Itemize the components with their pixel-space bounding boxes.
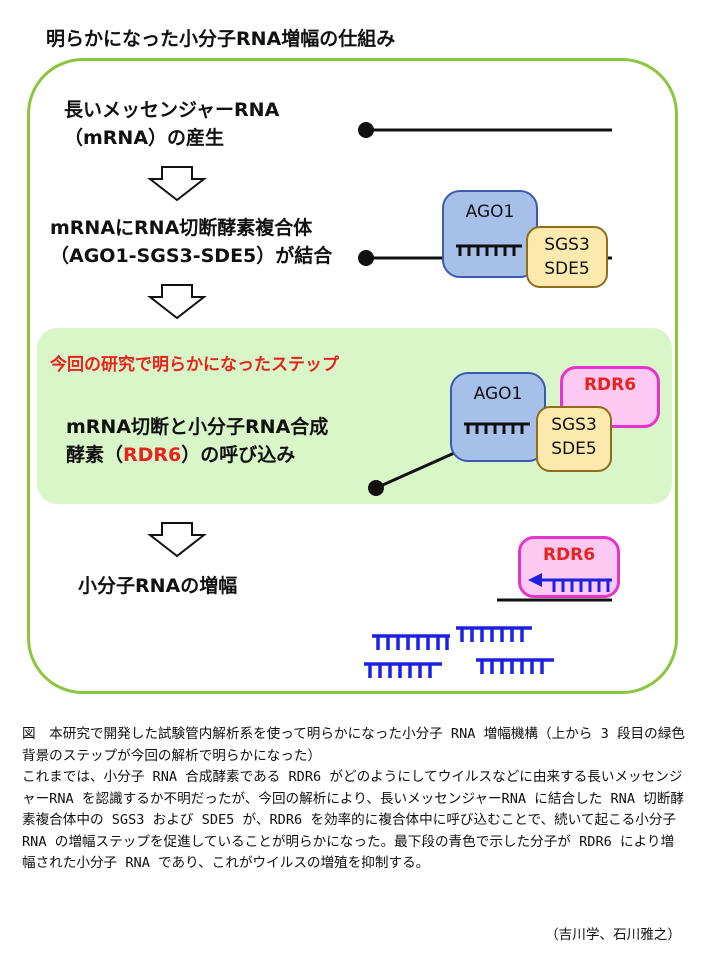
rdr6-label: RDR6 <box>542 545 596 565</box>
sgs3-label: SGS3 <box>544 235 590 255</box>
step2-line1: mRNAにRNA切断酵素複合体 <box>50 217 313 239</box>
ago1-label: AGO1 <box>473 384 523 404</box>
step3-label: mRNA切断と小分子RNA合成 酵素（RDR6）の呼び込み <box>66 413 328 469</box>
sde5-label: SDE5 <box>544 259 590 279</box>
rdr6-label: RDR6 <box>583 375 637 395</box>
step3-line1: mRNA切断と小分子RNA合成 <box>66 416 329 438</box>
rdr6-protein: RDR6 <box>518 536 620 598</box>
author-credit: （吉川学、石川雅之） <box>545 927 681 943</box>
caption-paragraph: 図 本研究で開発した試験管内解析系を使って明らかになった小分子 RNA 増幅機構… <box>22 726 685 764</box>
mrna-cap <box>358 250 374 266</box>
step2-label: mRNAにRNA切断酵素複合体 （AGO1-SGS3-SDE5）が結合 <box>50 214 332 270</box>
highlight-title: 今回の研究で明らかになったステップ <box>50 355 339 375</box>
mrna-cap <box>358 122 374 138</box>
step1-label: 長いメッセンジャーRNA （mRNA）の産生 <box>64 96 279 152</box>
sde5-label: SDE5 <box>551 439 597 459</box>
sgs3-label: SGS3 <box>551 415 597 435</box>
down-arrow-icon <box>147 166 207 202</box>
step2-line2: （AGO1-SGS3-SDE5）が結合 <box>50 245 333 267</box>
down-arrow-icon <box>147 284 207 320</box>
step1-line2: （mRNA）の産生 <box>64 127 225 149</box>
figure-title: 明らかになった小分子RNA増幅の仕組み <box>46 28 396 50</box>
figure-caption: 図 本研究で開発した試験管内解析系を使って明らかになった小分子 RNA 増幅機構… <box>22 724 687 875</box>
ago1-protein: AGO1 <box>450 372 546 462</box>
down-arrow-icon <box>147 522 207 558</box>
ago1-protein: AGO1 <box>442 190 538 278</box>
sgs3-sde5-complex: SGS3 SDE5 <box>526 226 608 288</box>
step3-line2: 酵素（RDR6）の呼び込み <box>66 444 296 466</box>
sgs3-sde5-complex: SGS3 SDE5 <box>536 406 612 472</box>
caption-paragraph: これまでは、小分子 RNA 合成酵素である RDR6 がどのようにしてウイルスな… <box>22 769 684 871</box>
step4-label: 小分子RNAの増幅 <box>78 575 238 597</box>
ago1-label: AGO1 <box>465 202 515 222</box>
step1-line1: 長いメッセンジャーRNA <box>64 99 280 121</box>
mrna-cap <box>368 480 384 496</box>
rdr6-highlight-text: RDR6 <box>123 444 182 466</box>
